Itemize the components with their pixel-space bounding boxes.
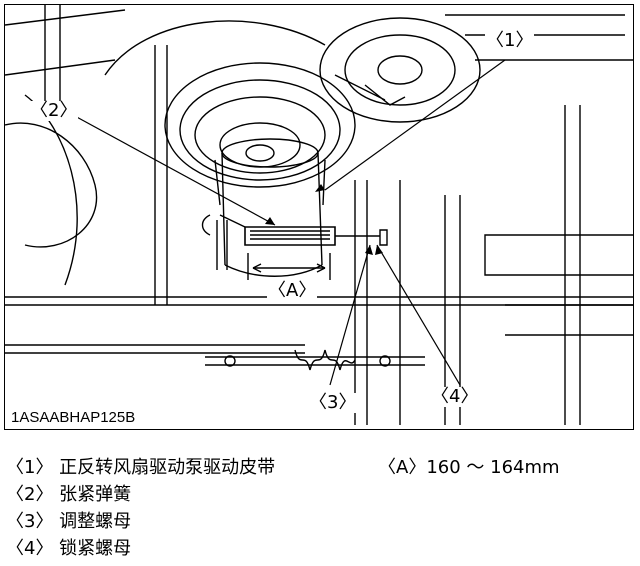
figure-code: 1ASAABHAP125B [9,409,138,426]
legend-dimension: 〈A〉160 ～ 164mm [378,457,560,478]
legend-item-2: 〈2〉 张紧弹簧 [6,484,132,505]
callout-1: 〈1〉 [485,30,535,51]
legend-item-3: 〈3〉 调整螺母 [6,511,132,532]
legend-item-4: 〈4〉 锁紧螺母 [6,538,132,559]
technical-illustration-frame: 〈1〉 〈2〉 〈A〉 〈3〉 〈4〉 1ASAABHAP125B [4,4,634,430]
callout-2: 〈2〉 [29,100,79,121]
callout-dimension-a: 〈A〉 [267,280,318,301]
legend-item-1: 〈1〉 正反转风扇驱动泵驱动皮带 [6,457,276,478]
belt-drive-illustration [5,5,633,425]
callout-3: 〈3〉 [308,392,358,413]
callout-4: 〈4〉 [430,386,480,407]
